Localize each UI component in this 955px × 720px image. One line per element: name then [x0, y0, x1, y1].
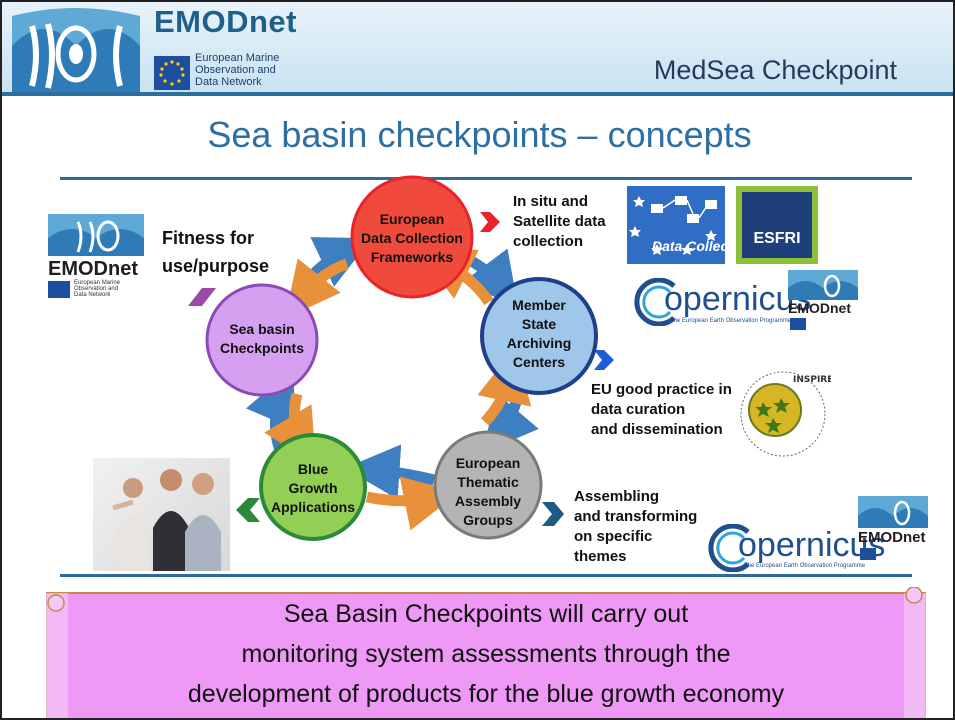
annotation-line: and dissemination [591, 421, 723, 438]
brand-subtitle-line: Data Network [195, 76, 262, 88]
node-blue-growth-label: Blue Growth Applications [261, 460, 365, 517]
inspire-globe-icon: INSPIRE [740, 371, 831, 457]
emodnet-logo-name: EMODnet [858, 529, 926, 546]
arrow-bluegrowth-to-thematic [365, 476, 459, 531]
node-checkpoints-label: Sea basin Checkpoints [207, 320, 317, 358]
emodnet-logo-name: EMODnet [48, 258, 138, 280]
in-situ-annotation: In situ and Satellite data collection [513, 192, 606, 252]
copernicus-sub-upper: The European Earth Observation Programme [670, 318, 792, 324]
emodnet-logo-upper-right: EMODnet [788, 270, 868, 332]
annotation-line: use/purpose [162, 256, 270, 276]
bottom-rule [60, 574, 912, 577]
arrow-collection-to-checkpoints [284, 258, 349, 319]
emodnet-wave-icon [48, 214, 144, 256]
svg-text:INSPIRE: INSPIRE [793, 375, 831, 385]
node-checkpoints [205, 283, 319, 397]
node-label-line: Assembly [454, 493, 522, 509]
copernicus-sub-lower: The European Earth Observation Programme [744, 563, 866, 569]
copernicus-logo-upper: opernicus [664, 280, 812, 318]
annotation-line: on specific [574, 528, 653, 545]
emodnet-wave-icon [858, 496, 928, 528]
annotation-line: EU good practice in [591, 381, 732, 398]
emodnet-logo-name: EMODnet [788, 300, 851, 316]
node-label-line: Growth [288, 480, 338, 496]
output-arrow-checkpoints [188, 288, 216, 306]
emodnet-logo-sub-line: Observation and [74, 286, 119, 292]
node-collection [350, 175, 474, 299]
node-label-line: Sea basin [229, 321, 295, 337]
banner-text: Sea Basin Checkpoints will carry out mon… [46, 594, 926, 714]
output-arrow-thematic [542, 502, 564, 526]
node-blue-growth [259, 433, 367, 541]
node-label-line: European [455, 455, 521, 471]
data-collection-network-icon [629, 196, 717, 255]
brand-subtitle-line: Observation and [195, 64, 276, 76]
slide-title: Sea basin checkpoints – concepts [207, 114, 752, 155]
emodnet-logo-left: EMODnet European Marine Observation and … [48, 214, 158, 300]
output-arrow-archiving [594, 350, 614, 370]
node-label-line: Member [512, 297, 566, 313]
node-label-line: Data Collection [361, 230, 463, 246]
node-label-line: Centers [512, 354, 566, 370]
copernicus-c-icon [634, 278, 676, 326]
team-photo [93, 458, 230, 571]
good-practice-annotation: EU good practice in data curation and di… [591, 380, 732, 440]
brand-subtitle: European Marine Observation and Data Net… [195, 52, 315, 88]
node-label-line: Thematic [457, 474, 519, 490]
annotation-line: Satellite data [513, 213, 606, 230]
node-label-line: Archiving [506, 335, 572, 351]
annotation-line: Fitness for [162, 228, 255, 248]
output-arrow-collection [480, 212, 500, 232]
assembling-annotation: Assembling and transforming on specific … [574, 487, 697, 567]
banner-line: monitoring system assessments through th… [241, 640, 731, 668]
emodnet-logo-sub-line: Data Network [74, 292, 111, 298]
banner-line: Sea Basin Checkpoints will carry out [283, 600, 689, 628]
header-divider [2, 92, 953, 96]
esfri-logo: ESFRI [742, 192, 812, 258]
arrow-bluegrowth-to-checkpoints [245, 368, 297, 452]
node-label-line: Blue [297, 461, 329, 477]
node-collection-label: European Data Collection Frameworks [352, 210, 472, 267]
eu-flag-icon [48, 281, 70, 298]
brand-subtitle-line: European Marine [195, 52, 280, 64]
annotation-line: collection [513, 233, 584, 250]
emodnet-logo-lower-right: EMODnet [858, 496, 938, 564]
eu-flag-icon [154, 56, 190, 90]
fitness-annotation: Fitness for use/purpose [162, 224, 269, 280]
data-collection-label: Data Collection [652, 238, 754, 254]
emodnet-logo-sub: European Marine Observation and Data Net… [74, 280, 120, 298]
annotation-line: and transforming [574, 508, 698, 525]
annotation-line: themes [574, 548, 627, 565]
scroll-banner [46, 587, 926, 718]
eu-flag-icon [860, 548, 876, 560]
node-label-line: Checkpoints [219, 340, 304, 356]
top-rule [60, 177, 912, 180]
arrow-thematic-to-bluegrowth [344, 444, 436, 500]
node-thematic [433, 430, 543, 540]
people-image [112, 469, 221, 571]
node-label-line: State [521, 316, 557, 332]
emodnet-wave-icon [788, 270, 858, 300]
annotation-line: Assembling [574, 488, 660, 505]
node-label-line: Applications [270, 499, 355, 515]
emodnet-logo-sub-line: European Marine [74, 280, 121, 286]
node-archiving-label: Member State Archiving Centers [482, 296, 596, 372]
emodnet-wave-logo-icon [12, 8, 140, 92]
output-arrow-bluegrowth [236, 498, 260, 522]
data-collection-logo [627, 186, 725, 264]
eu-flag-icon [790, 318, 806, 330]
annotation-line: In situ and [513, 193, 588, 210]
node-label-line: European [379, 211, 445, 227]
node-thematic-label: European Thematic Assembly Groups [434, 454, 542, 530]
node-label-line: Groups [463, 512, 513, 528]
copernicus-c-icon [708, 524, 750, 572]
node-archiving [480, 277, 598, 395]
checkpoint-title: MedSea Checkpoint [653, 55, 897, 85]
banner-line: development of products for the blue gro… [187, 680, 785, 708]
annotation-line: data curation [591, 401, 686, 418]
node-label-line: Frameworks [370, 249, 454, 265]
brand-name: EMODnet [154, 4, 297, 39]
